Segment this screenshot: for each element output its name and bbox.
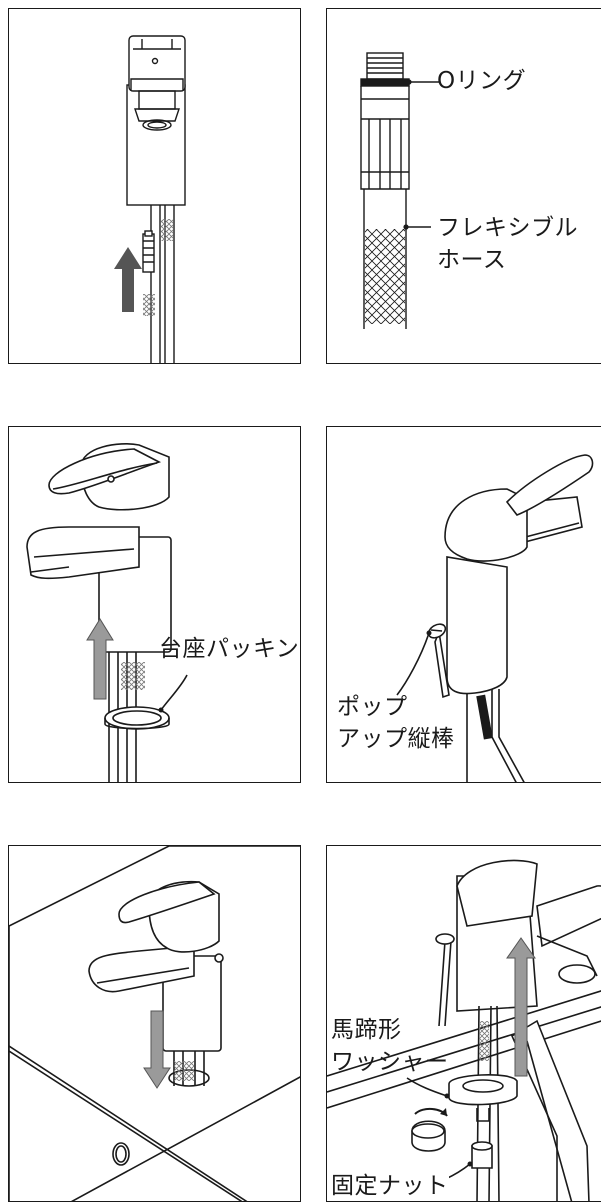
label-horseshoe: 馬蹄形 bbox=[331, 1017, 402, 1043]
o-ring bbox=[360, 78, 410, 87]
faucet-body bbox=[126, 84, 186, 206]
label-base-packing: 台座パッキン bbox=[159, 636, 300, 662]
faucet-top-cap bbox=[128, 35, 186, 92]
up-arrow bbox=[506, 937, 536, 1077]
faucet-body bbox=[446, 556, 508, 695]
label-o-ring: Oリング bbox=[437, 68, 527, 94]
handle-cap bbox=[444, 488, 528, 562]
flexible-hose bbox=[363, 189, 407, 329]
outlet-ring bbox=[142, 119, 172, 131]
up-arrow bbox=[114, 247, 142, 312]
label-pop: ポップ bbox=[337, 694, 408, 720]
panel-5 bbox=[8, 845, 301, 1202]
panel-3: 台座パッキン bbox=[8, 426, 301, 783]
label-fixing-nut: 固定ナット bbox=[331, 1172, 449, 1201]
flex-hose-fitting bbox=[142, 233, 155, 273]
lever-handle bbox=[118, 881, 216, 924]
threaded-tip bbox=[366, 52, 404, 80]
lever-handle bbox=[48, 448, 162, 495]
panel-1-drawing bbox=[114, 35, 186, 363]
panel-6-drawing bbox=[327, 859, 601, 1201]
down-arrow bbox=[143, 1010, 171, 1089]
lever-handle bbox=[505, 454, 594, 516]
label-washer: ワッシャー bbox=[331, 1049, 449, 1075]
hose-hatch bbox=[479, 1021, 489, 1061]
panel-4: ポップ アップ縦棒 bbox=[326, 426, 601, 783]
panel-3-drawing bbox=[26, 443, 188, 782]
label-flexible: フレキシブル bbox=[437, 215, 578, 241]
label-pop-up-rod: アップ縦棒 bbox=[337, 726, 455, 752]
supply-pipe bbox=[150, 205, 175, 363]
panel-4-drawing bbox=[396, 454, 594, 782]
panel-6: 馬蹄形 ワッシャー 固定ナット bbox=[326, 845, 601, 1202]
panel-5-drawing bbox=[9, 846, 300, 1201]
pop-up-rod bbox=[434, 629, 450, 699]
faucet-cap-hole bbox=[151, 57, 159, 65]
up-arrow bbox=[86, 618, 114, 700]
label-hose: ホース bbox=[437, 247, 507, 273]
panel-1 bbox=[8, 8, 301, 364]
hose-nut bbox=[360, 86, 410, 190]
hose-dark bbox=[476, 694, 493, 740]
panel-2-drawing bbox=[360, 52, 439, 329]
panel-2: Oリング フレキシブル ホース bbox=[326, 8, 601, 364]
pipe-hatch bbox=[161, 219, 173, 241]
